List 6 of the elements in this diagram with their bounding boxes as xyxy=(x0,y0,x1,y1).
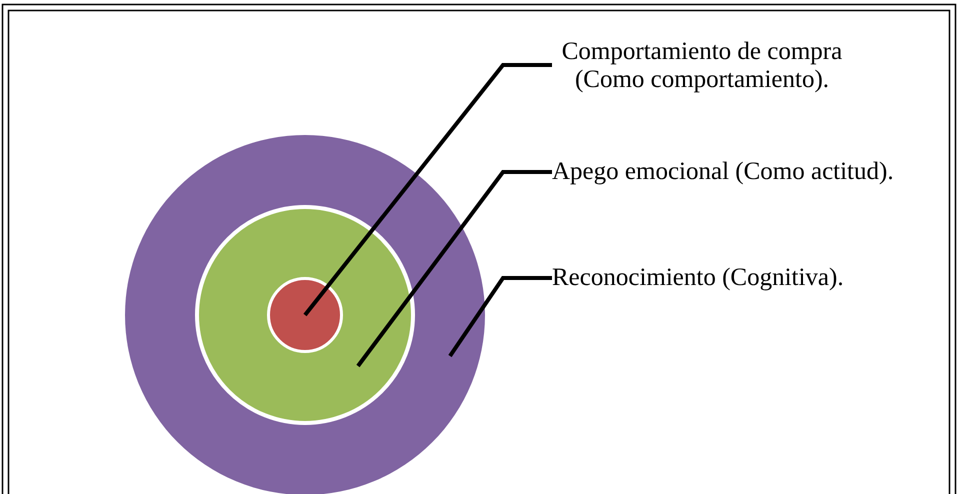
leader-line xyxy=(448,276,552,358)
leader-line xyxy=(303,63,552,316)
leader-line xyxy=(356,170,552,368)
leader-label: Comportamiento de compra (Como comportamiento). xyxy=(560,38,844,94)
leader-label: Apego emocional (Como actitud). xyxy=(552,158,894,186)
leader-label: Reconocimiento (Cognitiva). xyxy=(552,264,844,292)
